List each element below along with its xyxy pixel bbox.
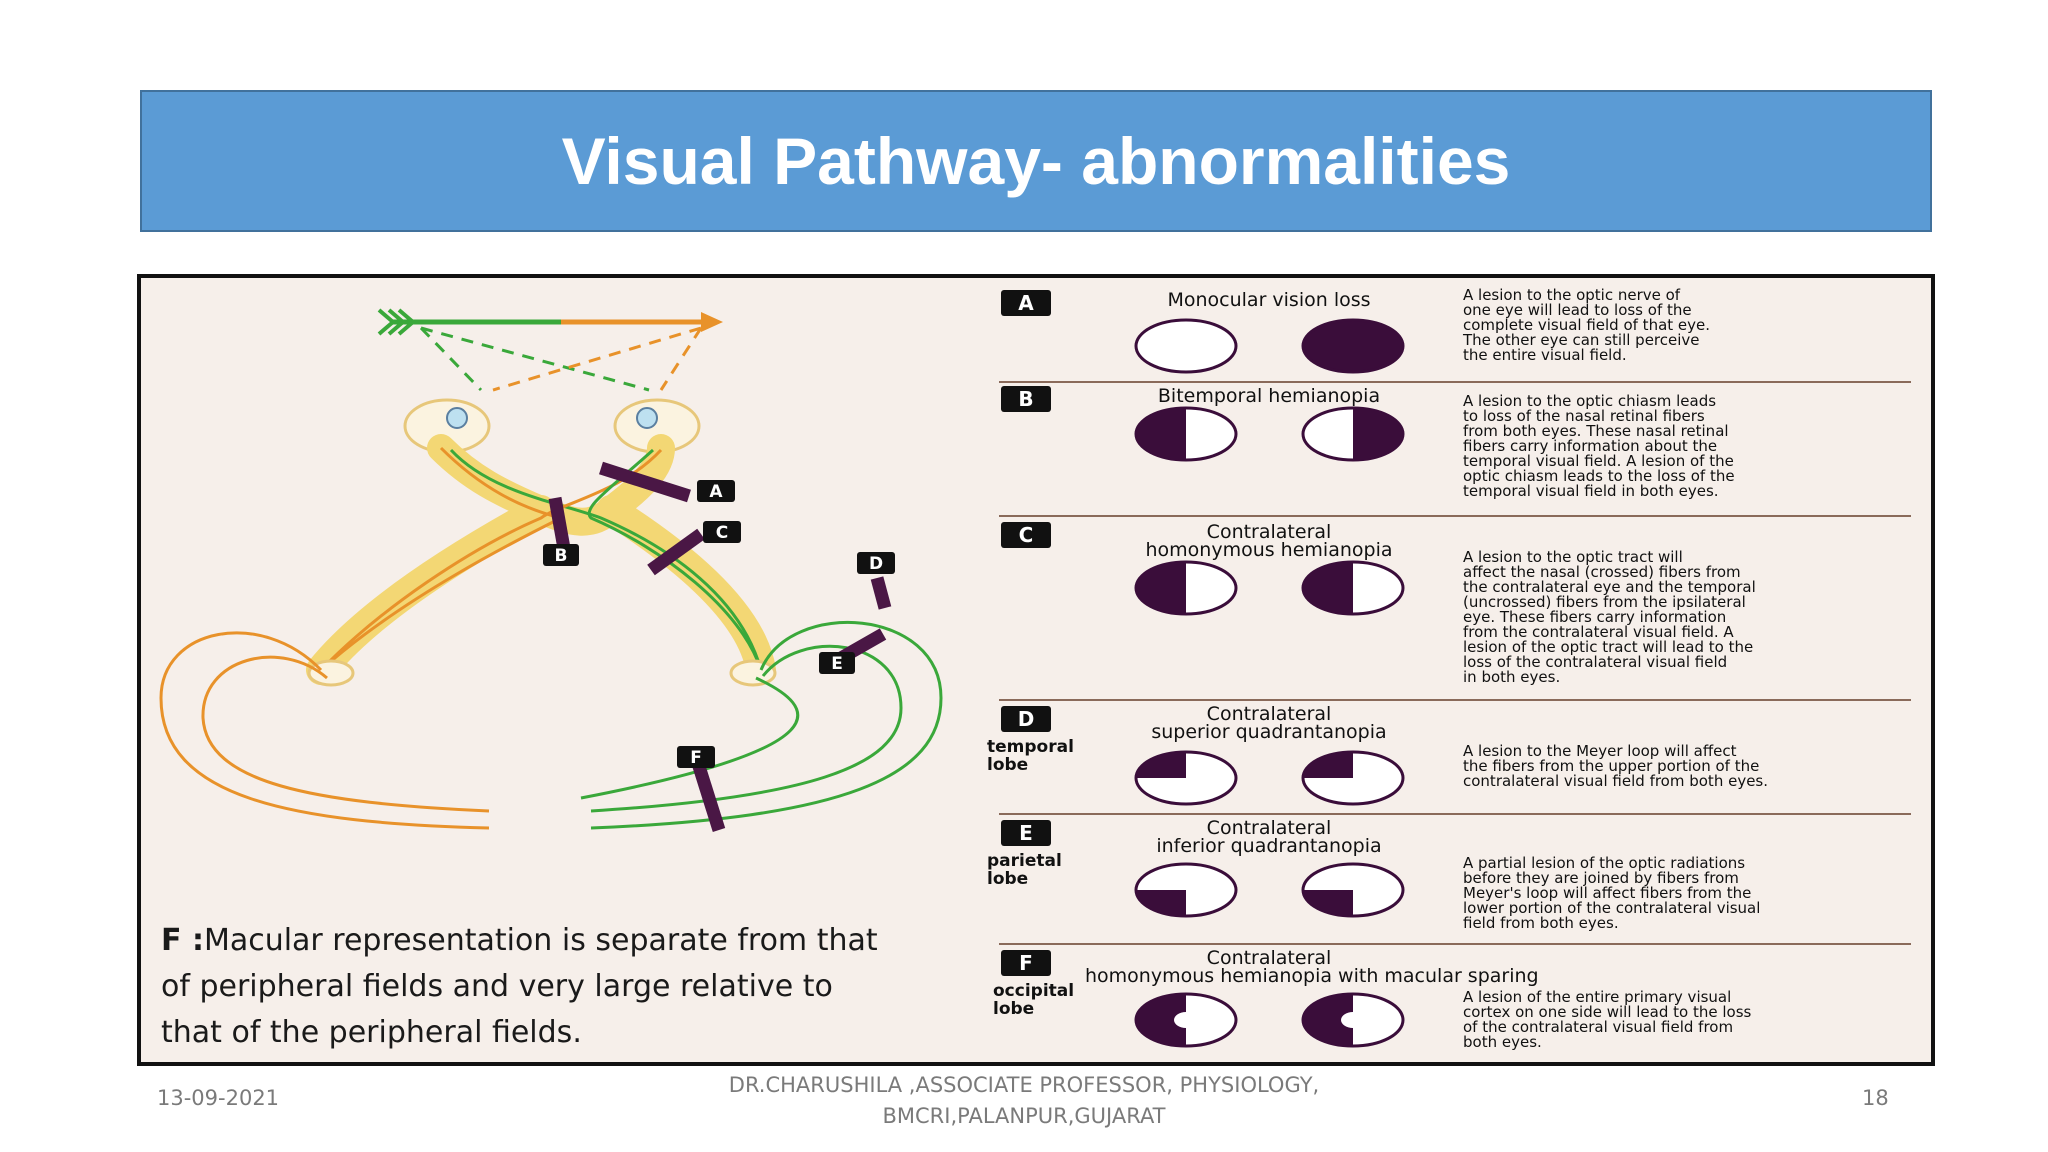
row-b: B Bitemporal hemianopia A lesion to the … xyxy=(1001,385,1739,500)
svg-text:A: A xyxy=(1018,291,1034,315)
desc-f: A lesion of the entire primary visual co… xyxy=(1463,988,1756,1051)
defect-name: Monocular vision loss xyxy=(1167,289,1370,311)
pathway-drawing: A B C D E F xyxy=(159,308,943,832)
svg-text:lobe: lobe xyxy=(987,755,1028,775)
caption-line-2: of peripheral fields and very large rela… xyxy=(161,969,833,1004)
svg-text:F: F xyxy=(690,748,702,768)
right-radiation-outer xyxy=(590,620,943,830)
svg-text:lobe: lobe xyxy=(993,999,1034,1019)
lesion-bar-a xyxy=(599,461,691,503)
slide-title: Visual Pathway- abnormalities xyxy=(561,124,1511,198)
field-left-eye-f xyxy=(1134,992,1238,1048)
lesion-bar-f xyxy=(690,758,726,832)
footer-author-line-1: DR.CHARUSHILA ,ASSOCIATE PROFESSOR, PHYS… xyxy=(728,1073,1320,1097)
svg-text:E: E xyxy=(831,654,843,674)
lesion-label-d: D xyxy=(857,552,895,574)
svg-text:D: D xyxy=(869,554,883,574)
svg-text:Contralateral: Contralateral xyxy=(1207,521,1332,543)
right-radiation-inner xyxy=(590,644,903,813)
field-right-eye-d xyxy=(1301,750,1405,806)
left-optic-tract xyxy=(306,495,556,685)
desc-e: A partial lesion of the optic radiations… xyxy=(1463,854,1765,932)
desc-b: A lesion to the optic chiasm leads to lo… xyxy=(1463,392,1739,500)
left-radiation-outer xyxy=(159,631,490,830)
svg-text:A: A xyxy=(709,482,723,502)
field-right-eye-e xyxy=(1301,862,1405,918)
svg-text:Contralateral: Contralateral xyxy=(1207,947,1332,969)
field-right-eye-b xyxy=(1301,406,1405,462)
desc-a: A lesion to the optic nerve of one eye w… xyxy=(1462,286,1715,364)
svg-text:lobe: lobe xyxy=(987,869,1028,889)
svg-text:F: F xyxy=(1019,951,1033,975)
svg-text:occipital: occipital xyxy=(993,981,1074,1001)
svg-text:D: D xyxy=(1018,707,1035,731)
svg-text:C: C xyxy=(716,523,728,543)
lesion-label-f: F xyxy=(677,746,715,768)
lesion-label-c: C xyxy=(703,521,741,543)
row-a: A Monocular vision loss A lesion to the … xyxy=(1001,286,1715,374)
row-c: C Contralateral homonymous hemianopia A … xyxy=(1001,521,1761,686)
svg-text:B: B xyxy=(1018,387,1033,411)
svg-text:temporal: temporal xyxy=(987,737,1074,757)
caption-line-3: that of the peripheral fields. xyxy=(161,1015,582,1050)
row-d: D temporal lobe Contralateral superior q… xyxy=(987,703,1768,806)
field-left-eye-c xyxy=(1134,560,1238,616)
svg-text:B: B xyxy=(555,546,568,566)
field-left-eye-e xyxy=(1134,862,1238,918)
footer-author-line-2: BMCRI,PALANPUR,GUJARAT xyxy=(882,1104,1166,1128)
caption-label: F : xyxy=(161,923,204,958)
title-bar: Visual Pathway- abnormalities xyxy=(140,90,1932,232)
caption-line-1: Macular representation is separate from … xyxy=(203,923,878,958)
row-f: F occipital lobe Contralateral homonymou… xyxy=(993,947,1756,1051)
right-lgn xyxy=(729,659,777,687)
svg-text:homonymous hemianopia: homonymous hemianopia xyxy=(1145,539,1392,561)
left-radiation-inner xyxy=(201,655,490,813)
pathway-diagram: A B C D E F xyxy=(159,286,1911,1051)
field-right-eye-a xyxy=(1301,318,1405,374)
desc-c: A lesion to the optic tract will affect … xyxy=(1463,548,1761,686)
field-right-eye-c xyxy=(1301,560,1405,616)
lesion-label-e: E xyxy=(819,652,855,674)
footer-date: 13-09-2021 xyxy=(157,1086,280,1110)
svg-text:superior quadrantanopia: superior quadrantanopia xyxy=(1151,721,1386,743)
visual-pathway-figure: A B C D E F xyxy=(137,274,1935,1066)
field-left-eye-b xyxy=(1134,406,1238,462)
field-arrow-tail xyxy=(377,308,417,336)
page-number: 18 xyxy=(1862,1086,1889,1110)
lesion-bar-c xyxy=(647,528,705,576)
svg-text:C: C xyxy=(1019,523,1034,547)
svg-text:Contralateral: Contralateral xyxy=(1207,817,1332,839)
svg-text:inferior quadrantanopia: inferior quadrantanopia xyxy=(1156,835,1381,857)
row-e: E parietal lobe Contralateral inferior q… xyxy=(987,817,1765,932)
field-left-eye-d xyxy=(1134,750,1238,806)
svg-text:parietal: parietal xyxy=(987,851,1062,871)
svg-text:E: E xyxy=(1019,821,1033,845)
field-left-eye-a xyxy=(1134,318,1238,374)
field-right-eye-f xyxy=(1301,992,1405,1048)
macular-caption: F :Macular representation is separate fr… xyxy=(161,918,921,1056)
desc-d: A lesion to the Meyer loop will affect t… xyxy=(1463,742,1768,790)
svg-text:homonymous hemianopia with ma: homonymous hemianopia with macular spari… xyxy=(1085,965,1539,987)
defects-table: A Monocular vision loss A lesion to the … xyxy=(987,286,1911,1051)
field-arrow-head xyxy=(701,312,723,332)
svg-text:Bitemporal hemianopia: Bitemporal hemianopia xyxy=(1158,385,1380,407)
lesion-label-a: A xyxy=(697,480,735,502)
svg-text:Contralateral: Contralateral xyxy=(1207,703,1332,725)
footer-author: DR.CHARUSHILA ,ASSOCIATE PROFESSOR, PHYS… xyxy=(670,1070,1378,1132)
lesion-label-b: B xyxy=(543,544,579,566)
lesion-bar-d xyxy=(870,576,892,610)
